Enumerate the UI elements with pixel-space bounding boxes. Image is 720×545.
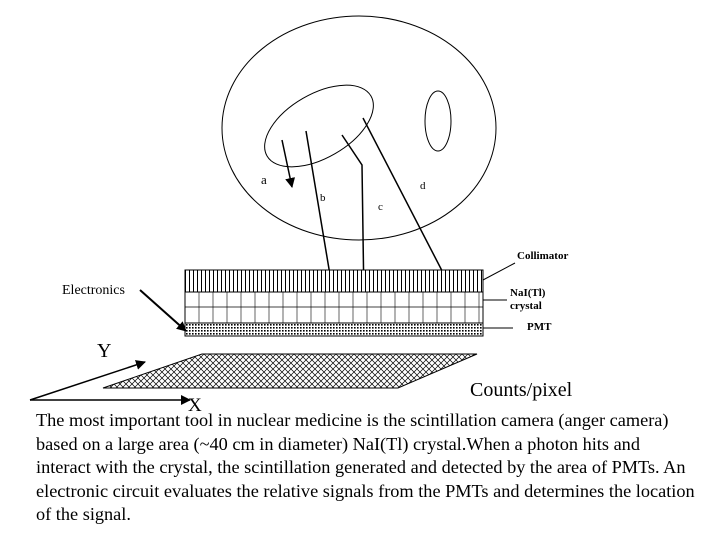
pmt-layer	[184, 322, 484, 337]
photon-d-arrow	[362, 117, 454, 293]
counts-pixel-plane	[102, 353, 478, 389]
label-c: c	[378, 201, 383, 213]
collimator-layer	[184, 269, 484, 293]
organ-ellipse	[264, 84, 374, 168]
label-electronics: Electronics	[62, 283, 125, 298]
nai-crystal-layer	[184, 291, 484, 324]
y-axis-arrow	[29, 360, 146, 401]
photon-c-arrow	[341, 134, 369, 304]
label-b: b	[320, 192, 326, 204]
label-pmt: PMT	[527, 321, 552, 333]
label-a: a	[261, 172, 267, 187]
patient-body-outline	[221, 15, 497, 241]
label-d: d	[420, 180, 426, 192]
photon-a-arrow	[281, 139, 296, 188]
label-counts-per-pixel: Counts/pixel	[470, 379, 573, 401]
label-y-axis: Y	[97, 340, 112, 362]
small-organ-ellipse	[424, 90, 452, 152]
label-nai-crystal-line2: crystal	[510, 300, 542, 312]
caption-text: The most important tool in nuclear medic…	[36, 410, 695, 524]
collimator-leader	[482, 262, 516, 281]
label-x-axis: X	[188, 395, 202, 416]
electronics-arrow	[139, 289, 187, 332]
label-nai-crystal-line1: NaI(Tl)	[510, 287, 546, 299]
label-collimator: Collimator	[517, 250, 569, 262]
